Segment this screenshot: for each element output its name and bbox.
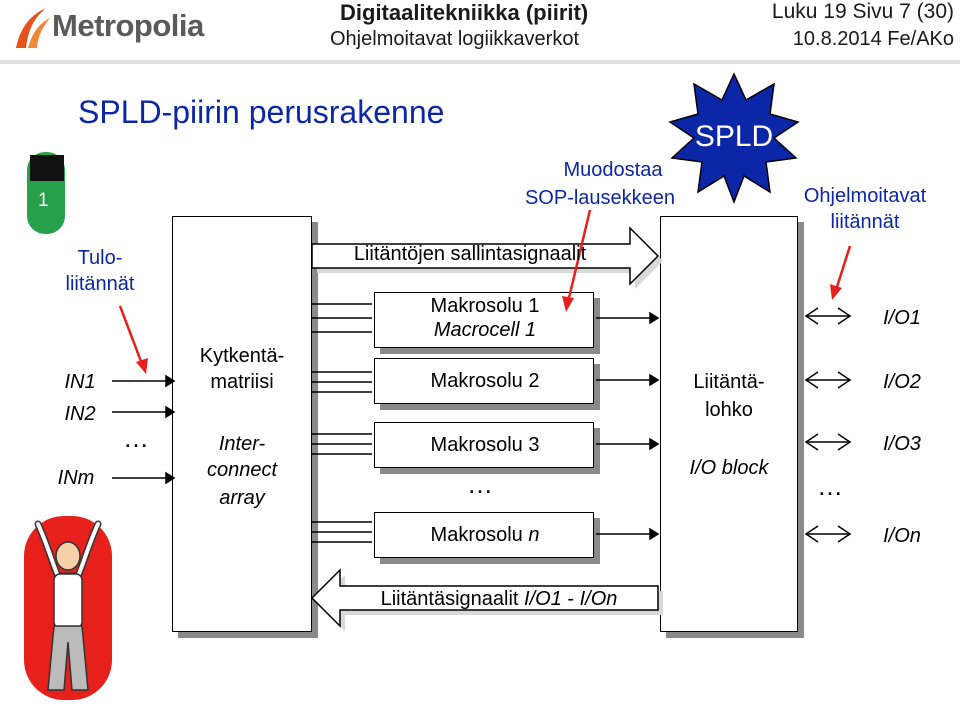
- io-signals-prefix: Liitäntäsignaalit: [380, 588, 525, 610]
- enable-signals-label: Liitäntöjen sallintasignaalit: [353, 243, 587, 265]
- header-divider: [0, 60, 960, 64]
- io-pin-1: I/O1: [883, 307, 921, 329]
- io-block-label-1: Liitäntä-: [693, 371, 765, 393]
- sop-annotation-line1: Muodostaa: [563, 159, 663, 181]
- page-info: Luku 19 Sivu 7 (30): [771, 0, 954, 23]
- io-ellipsis: …: [817, 471, 843, 501]
- io-signals-arrow: [310, 568, 659, 628]
- programmable-annotation-line1: Ohjelmoitavat: [803, 185, 927, 207]
- io-block-box: [660, 216, 798, 632]
- spld-star-icon: [668, 72, 800, 204]
- io-pin-n: I/On: [883, 525, 921, 547]
- metropolia-logo-icon: [16, 8, 50, 48]
- io-block-en-label: I/O block: [689, 457, 769, 479]
- macrocell-n-label: Makrosolu n: [374, 523, 596, 547]
- interconnect-en-1: Inter-: [218, 433, 266, 455]
- course-title: Digitaalitekniikka (piirit): [340, 0, 589, 25]
- io-signals-separator: -: [561, 588, 580, 610]
- macrocell-ellipsis: …: [467, 469, 493, 499]
- inputs-annotation-line2: liitännät: [65, 273, 135, 295]
- macrocell-3-label: Makrosolu 3: [430, 434, 540, 456]
- inputs-annotation-line1: Tulo-: [77, 247, 123, 269]
- interconnect-en-3: array: [219, 487, 265, 509]
- interconnect-label-2: matriisi: [210, 371, 274, 393]
- macrocell-n-suffix: n: [528, 524, 540, 546]
- section-marker: [30, 155, 64, 181]
- io-signals-first: I/O1: [524, 588, 562, 610]
- input-ellipsis: …: [123, 423, 149, 453]
- interconnect-array-box: [172, 216, 312, 632]
- enable-signals-arrow: [311, 226, 660, 286]
- input-label-m: INm: [57, 467, 95, 489]
- interconnect-label-1: Kytkentä-: [199, 345, 285, 367]
- macrocell-2-label: Makrosolu 2: [430, 370, 540, 392]
- input-label-1: IN1: [64, 371, 96, 393]
- macrocell-n-prefix: Makrosolu: [430, 524, 529, 546]
- macrocell-3-box: [374, 422, 594, 468]
- io-signals-label: Liitäntäsignaalit I/O1 - I/On: [340, 587, 658, 611]
- section-number: 1: [38, 190, 49, 211]
- course-subtitle: Ohjelmoitavat logiikkaverkot: [330, 28, 579, 50]
- io-pin-3: I/O3: [883, 433, 921, 455]
- slide-title: SPLD-piirin perusrakenne: [78, 94, 445, 130]
- macrocell-n-box: [374, 512, 594, 558]
- sop-annotation-line2: SOP-lausekkeen: [524, 187, 676, 209]
- input-label-2: IN2: [64, 403, 96, 425]
- io-pin-2: I/O2: [883, 371, 921, 393]
- date-author: 10.8.2014 Fe/AKo: [792, 28, 954, 50]
- macrocell-1-en-label: Macrocell 1: [433, 319, 537, 341]
- stretching-person-icon: [34, 520, 102, 691]
- io-signals-last: I/On: [579, 588, 618, 610]
- io-block-label-2: lohko: [705, 399, 753, 421]
- logo-text: Metropolia: [52, 8, 204, 43]
- spld-label: SPLD: [694, 120, 774, 153]
- macrocell-1-box: [374, 292, 594, 348]
- macrocell-1-label: Makrosolu 1: [430, 295, 540, 317]
- macrocell-2-box: [374, 358, 594, 404]
- programmable-annotation-line2: liitännät: [830, 211, 900, 233]
- interconnect-en-2: connect: [206, 459, 278, 481]
